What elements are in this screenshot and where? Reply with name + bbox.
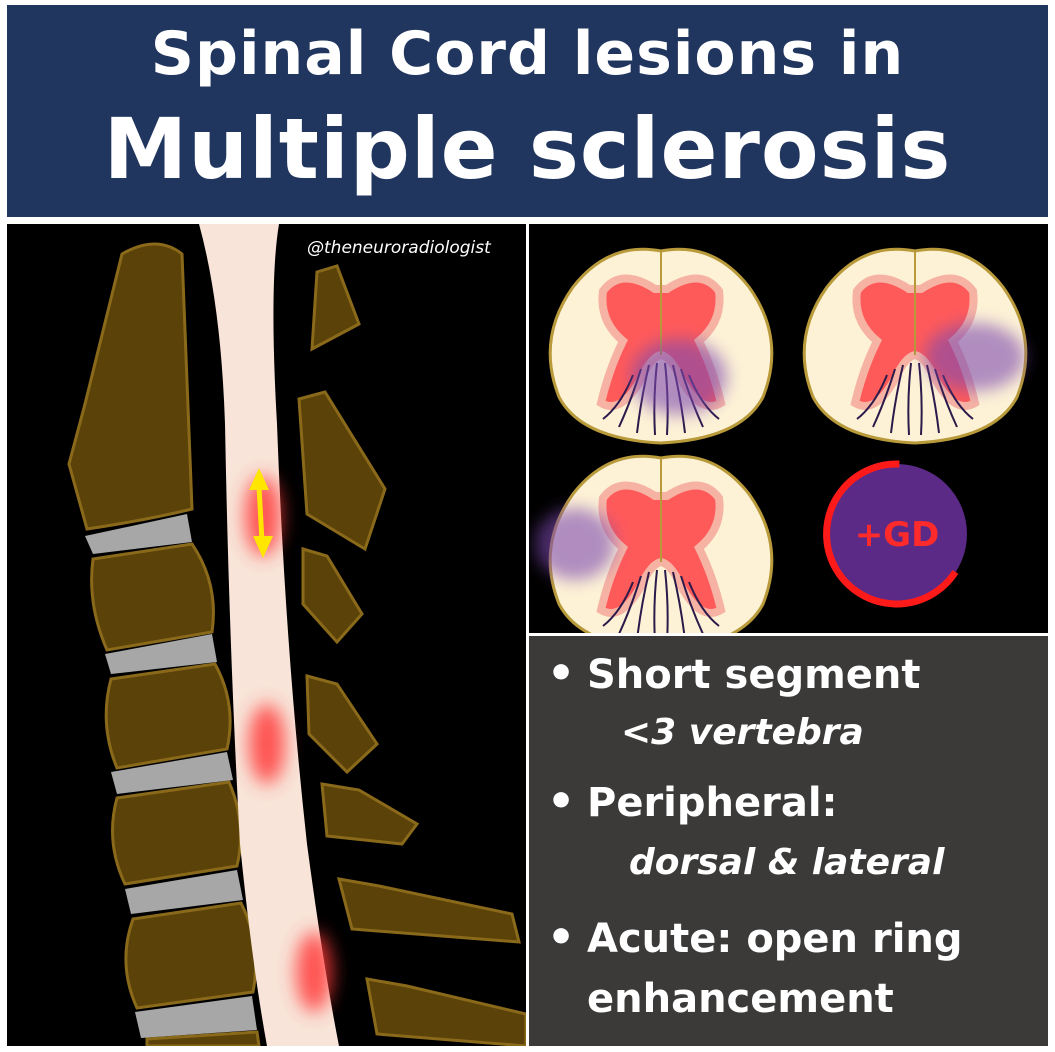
posterior-element-c5 bbox=[320, 782, 420, 846]
posterior-element-c4 bbox=[305, 674, 379, 775]
posterior-element-c3 bbox=[301, 547, 364, 645]
vertebra-c7 bbox=[145, 1030, 261, 1046]
key-points-box: • Short segment <3 vertebra • Peripheral… bbox=[529, 636, 1048, 1046]
author-watermark: @theneuroradiologist bbox=[307, 238, 491, 258]
vertebra-c5 bbox=[111, 780, 243, 886]
posterior-element-c2 bbox=[297, 390, 387, 552]
sagittal-spine-illustration bbox=[67, 224, 526, 1046]
axial-cross-sections: +GD bbox=[535, 224, 1048, 633]
enhancing-ring bbox=[823, 460, 959, 608]
axial-section-posterolateral-lesion bbox=[804, 249, 1026, 443]
bullet-1: • bbox=[547, 648, 576, 699]
dorsal-lesion bbox=[631, 339, 727, 415]
lesion-length-arrow bbox=[249, 468, 273, 558]
vertebra-c6 bbox=[124, 901, 258, 1010]
posterior-element-c1 bbox=[310, 264, 361, 352]
gd-label: +GD bbox=[855, 515, 940, 555]
title-line-2: Multiple sclerosis bbox=[103, 100, 952, 198]
title-line-1: Spinal Cord lesions in bbox=[150, 19, 905, 89]
vertebra-c3 bbox=[90, 542, 215, 652]
lateral-lesion bbox=[535, 508, 615, 580]
key-point-1-detail: <3 vertebra bbox=[621, 712, 864, 753]
disc-c2-c3 bbox=[85, 514, 192, 554]
disc-c3-c4 bbox=[105, 634, 217, 674]
axial-section-lateral-lesion bbox=[535, 456, 772, 633]
spinal-cord bbox=[199, 224, 339, 1046]
disc-c4-c5 bbox=[111, 752, 233, 794]
axial-section-dorsal-lesion bbox=[550, 249, 772, 443]
key-point-3-detail: enhancement bbox=[587, 976, 894, 1022]
lesion-middle bbox=[249, 704, 285, 784]
lesion-lower bbox=[296, 932, 332, 1012]
vertebral-bodies bbox=[67, 242, 261, 1046]
sagittal-spine-panel: @theneuroradiologist bbox=[7, 224, 526, 1046]
axial-cross-sections-panel: +GD bbox=[529, 224, 1048, 633]
posterior-element-c7 bbox=[365, 977, 526, 1046]
posterior-elements bbox=[297, 264, 526, 1046]
title-banner: Spinal Cord lesions in Multiple sclerosi… bbox=[7, 5, 1048, 217]
vertebra-c4 bbox=[104, 662, 232, 770]
key-point-2: Peripheral: bbox=[587, 780, 838, 826]
key-point-2-detail: dorsal & lateral bbox=[629, 842, 945, 883]
open-ring-enhancement-badge: +GD bbox=[823, 460, 967, 608]
posterolateral-lesion bbox=[925, 323, 1025, 391]
key-point-3: Acute: open ring bbox=[587, 916, 963, 962]
disc-c6-c7 bbox=[135, 996, 257, 1038]
intervertebral-discs bbox=[85, 514, 257, 1038]
bullet-2: • bbox=[547, 776, 576, 827]
vertebra-c2 bbox=[67, 242, 194, 531]
disc-c5-c6 bbox=[125, 870, 243, 914]
posterior-element-c6 bbox=[336, 877, 521, 944]
bullet-3: • bbox=[547, 912, 576, 963]
key-point-1: Short segment bbox=[587, 652, 921, 698]
